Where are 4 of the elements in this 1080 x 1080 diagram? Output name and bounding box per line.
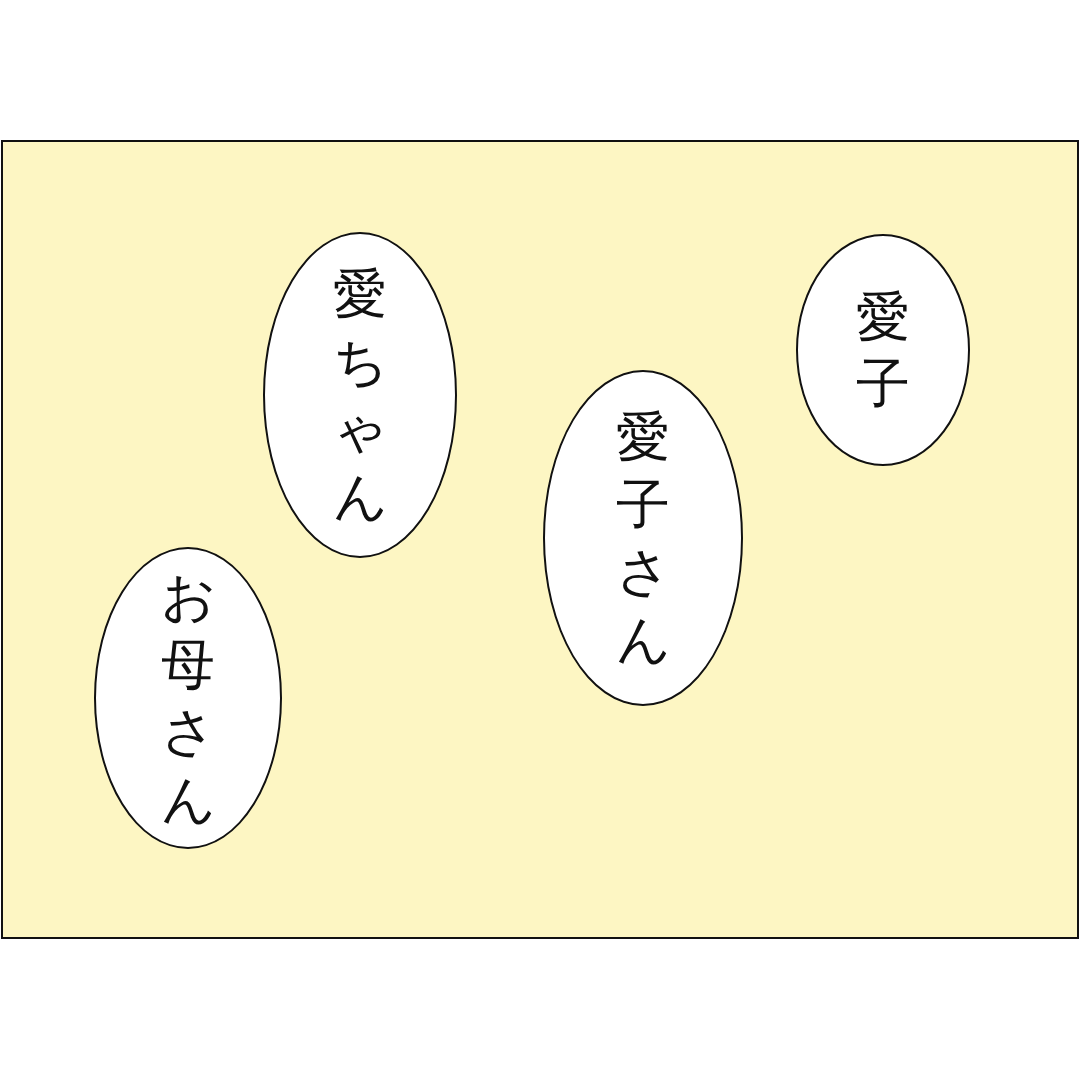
speech-text: 愛ちゃん (331, 261, 389, 530)
speech-text: 愛子さん (614, 404, 672, 673)
speech-text: 愛子 (855, 283, 911, 417)
speech-text: お母さん (159, 564, 217, 833)
